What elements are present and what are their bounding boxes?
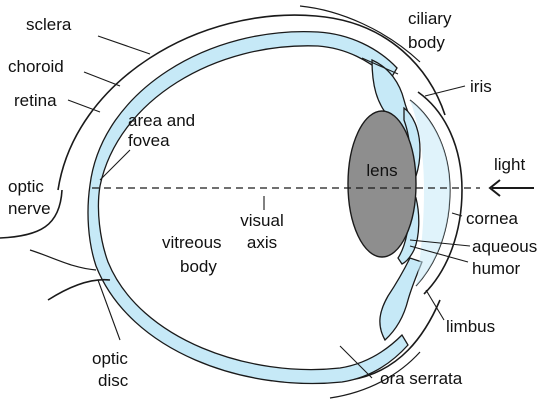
label-optic-disc: optic bbox=[92, 349, 128, 368]
ciliary-body-lower bbox=[380, 258, 422, 340]
label-aqueous-humor: aqueous bbox=[472, 237, 537, 256]
label-choroid: choroid bbox=[8, 57, 64, 76]
label-optic-nerve: optic bbox=[8, 177, 44, 196]
label-ora-serrata: ora serrata bbox=[380, 369, 463, 388]
label-vitreous-body-2: body bbox=[180, 257, 217, 276]
label-ciliary-body: ciliary bbox=[408, 9, 452, 28]
label-aqueous-humor-2: humor bbox=[472, 259, 521, 278]
label-area-and-fovea: area and bbox=[128, 111, 195, 130]
label-ciliary-body-2: body bbox=[408, 33, 445, 52]
label-iris: iris bbox=[470, 77, 492, 96]
label-optic-disc-2: disc bbox=[98, 371, 129, 390]
label-vitreous-body: vitreous bbox=[162, 233, 222, 252]
label-visual-axis: visual bbox=[240, 211, 283, 230]
label-optic-nerve-2: nerve bbox=[8, 199, 51, 218]
optic-nerve-line bbox=[30, 250, 96, 270]
label-limbus: limbus bbox=[446, 317, 495, 336]
label-cornea: cornea bbox=[466, 209, 519, 228]
label-retina: retina bbox=[14, 91, 57, 110]
label-lens: lens bbox=[366, 161, 397, 180]
label-visual-axis-2: axis bbox=[247, 233, 277, 252]
optic-nerve-lower bbox=[48, 280, 110, 300]
label-sclera: sclera bbox=[26, 15, 72, 34]
label-area-and-fovea-2: fovea bbox=[128, 131, 170, 150]
label-light: light bbox=[494, 155, 525, 174]
lens-shape bbox=[348, 111, 416, 257]
